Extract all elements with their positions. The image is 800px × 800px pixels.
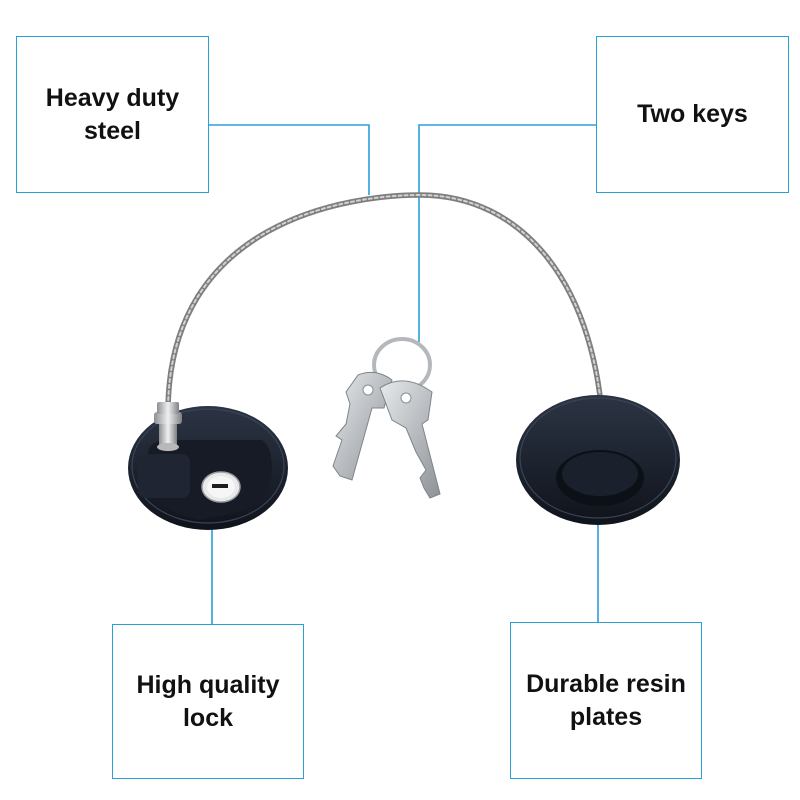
resin-plate (516, 395, 680, 525)
callout-heavy-duty-steel: Heavy duty steel (16, 36, 209, 193)
callout-label: Two keys (637, 100, 748, 129)
callout-label: Durable resin plates (526, 670, 686, 731)
callout-label: Heavy duty steel (45, 84, 180, 145)
leader-line-keys (418, 124, 596, 342)
cable-bolt (154, 402, 182, 451)
leader-line-steel (209, 124, 370, 195)
steel-cable (165, 192, 607, 451)
callout-two-keys: Two keys (596, 36, 789, 193)
key-right (379, 380, 441, 499)
callout-durable-resin-plates: Durable resin plates (510, 622, 702, 779)
callout-high-quality-lock: High quality lock (112, 624, 304, 779)
callout-label: High quality lock (136, 671, 280, 732)
cylinder-lock (201, 471, 241, 503)
lock-plate (128, 406, 288, 530)
